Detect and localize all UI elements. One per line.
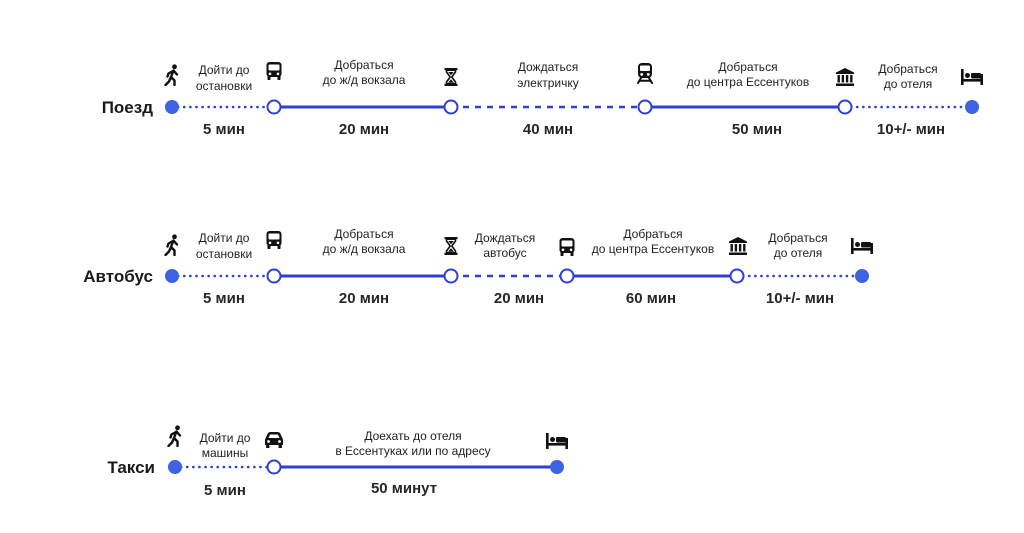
step-duration: 50 минут	[371, 480, 437, 497]
step-duration: 5 мин	[204, 482, 246, 499]
step-label: Дойти до	[199, 231, 250, 245]
step-label: автобус	[483, 246, 526, 260]
step-label: Дойти до	[200, 431, 251, 445]
step-duration: 5 мин	[203, 290, 245, 307]
bus-icon	[266, 62, 282, 80]
step-duration: 10+/- мин	[766, 290, 834, 307]
route-start-node	[165, 269, 179, 283]
step-duration: 20 мин	[339, 290, 389, 307]
route-bus: Автобус Дойти до остановки Добраться до …	[83, 227, 873, 307]
step-label: до отеля	[774, 246, 823, 260]
bed-icon	[546, 433, 568, 449]
route-name-bus: Автобус	[83, 267, 153, 286]
route-taxi: Такси Дойти до машины Доехать до отеля в…	[107, 425, 568, 499]
bus-icon	[266, 231, 282, 249]
step-duration: 5 мин	[203, 121, 245, 138]
step-label: Дойти до	[199, 63, 250, 77]
bed-icon	[851, 238, 873, 254]
step-label: Добраться	[878, 62, 937, 76]
route-end-node	[965, 100, 979, 114]
route-node	[559, 268, 575, 284]
step-duration: 50 мин	[732, 121, 782, 138]
route-node	[443, 99, 459, 115]
step-label: в Ессентуках или по адресу	[335, 444, 490, 458]
walk-icon	[167, 425, 182, 447]
step-duration: 40 мин	[523, 121, 573, 138]
route-node	[443, 268, 459, 284]
route-node	[266, 268, 282, 284]
route-end-node	[855, 269, 869, 283]
route-end-node	[550, 460, 564, 474]
step-label: до отеля	[884, 77, 933, 91]
step-label: Дождаться	[475, 231, 536, 245]
bus-icon	[559, 238, 575, 256]
step-label: до центра Ессентуков	[687, 75, 809, 89]
museum-icon	[836, 68, 854, 86]
route-start-node	[168, 460, 182, 474]
step-label: Добраться	[768, 231, 827, 245]
step-label: Добраться	[623, 227, 682, 241]
train-icon	[637, 62, 653, 84]
walk-icon	[164, 234, 179, 256]
step-label: электричку	[517, 76, 578, 90]
step-label: Добраться	[334, 58, 393, 72]
hourglass-icon	[443, 67, 459, 87]
route-train: Поезд Дойти до остановки Добраться до ж/…	[102, 58, 983, 138]
step-duration: 20 мин	[339, 121, 389, 138]
step-label: Добраться	[334, 227, 393, 241]
step-label: машины	[202, 446, 249, 460]
route-name-train: Поезд	[102, 98, 154, 117]
step-duration: 10+/- мин	[877, 121, 945, 138]
car-icon	[265, 432, 283, 448]
bed-icon	[961, 69, 983, 85]
step-label: остановки	[196, 79, 252, 93]
route-node	[266, 99, 282, 115]
route-node	[266, 459, 282, 475]
route-node	[637, 99, 653, 115]
step-label: до ж/д вокзала	[323, 73, 406, 87]
hourglass-icon	[443, 236, 459, 256]
step-label: до ж/д вокзала	[323, 242, 406, 256]
walk-icon	[164, 64, 179, 86]
museum-icon	[729, 237, 747, 255]
route-node	[729, 268, 745, 284]
route-name-taxi: Такси	[107, 458, 155, 477]
step-label: до центра Ессентуков	[592, 242, 714, 256]
step-label: Дождаться	[518, 60, 579, 74]
step-label: Доехать до отеля	[364, 429, 461, 443]
route-start-node	[165, 100, 179, 114]
step-duration: 60 мин	[626, 290, 676, 307]
step-label: остановки	[196, 247, 252, 261]
step-duration: 20 мин	[494, 290, 544, 307]
route-node	[837, 99, 853, 115]
step-label: Добраться	[718, 60, 777, 74]
